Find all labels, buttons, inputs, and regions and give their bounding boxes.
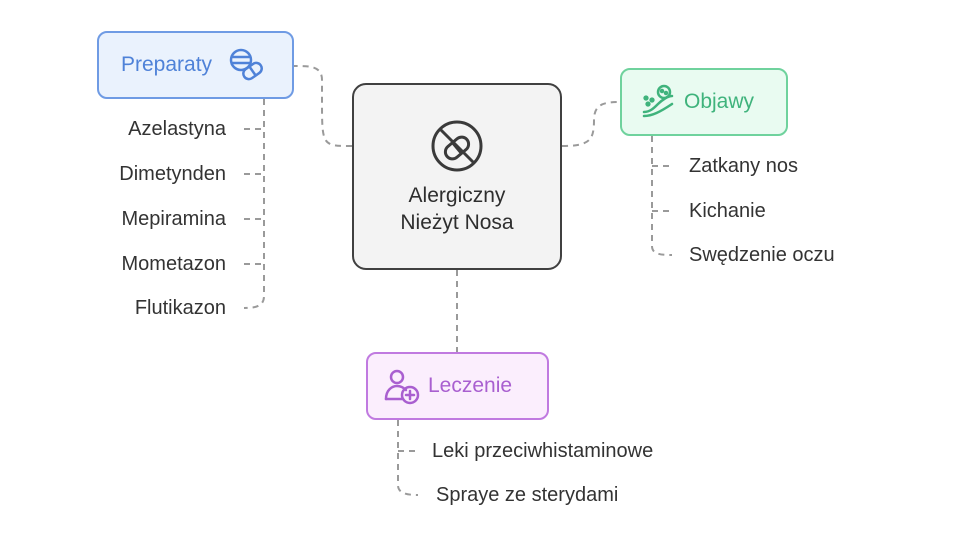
leaf-preparaty-1: Azelastyna [128,118,226,140]
branch-node-leczenie[interactable]: Leczenie [366,352,549,420]
leaf-leczenie-1: Leki przeciwhistaminowe [432,440,654,462]
leaf-preparaty-5: Flutikazon [134,297,226,319]
leaf-objawy-2: Kichanie [689,200,766,222]
leaf-preparaty-2: Dimetynden [119,163,226,185]
branch-node-objawy[interactable]: Objawy [620,68,788,136]
leaf-leczenie-2: Spraye ze sterydami [436,484,619,506]
central-topic-title: Alergiczny Nieżyt Nosa [400,183,514,234]
leaf-preparaty-4: Mometazon [121,253,227,275]
branch-node-preparaty[interactable]: Preparaty [97,31,294,99]
central-topic-node[interactable]: Alergiczny Nieżyt Nosa [352,83,562,270]
leaf-objawy-3: Swędzenie oczu [689,244,835,266]
sneeze-icon [642,84,674,118]
leaf-objawy-1: Zatkany nos [689,155,798,177]
pills-icon [229,48,264,81]
branch-label-objawy: Objawy [684,90,755,113]
branch-label-preparaty: Preparaty [121,53,213,76]
leaf-preparaty-3: Mepiramina [121,208,226,230]
no-allergen-icon [431,120,483,171]
branch-label-leczenie: Leczenie [428,374,513,397]
doctor-icon [384,369,420,405]
